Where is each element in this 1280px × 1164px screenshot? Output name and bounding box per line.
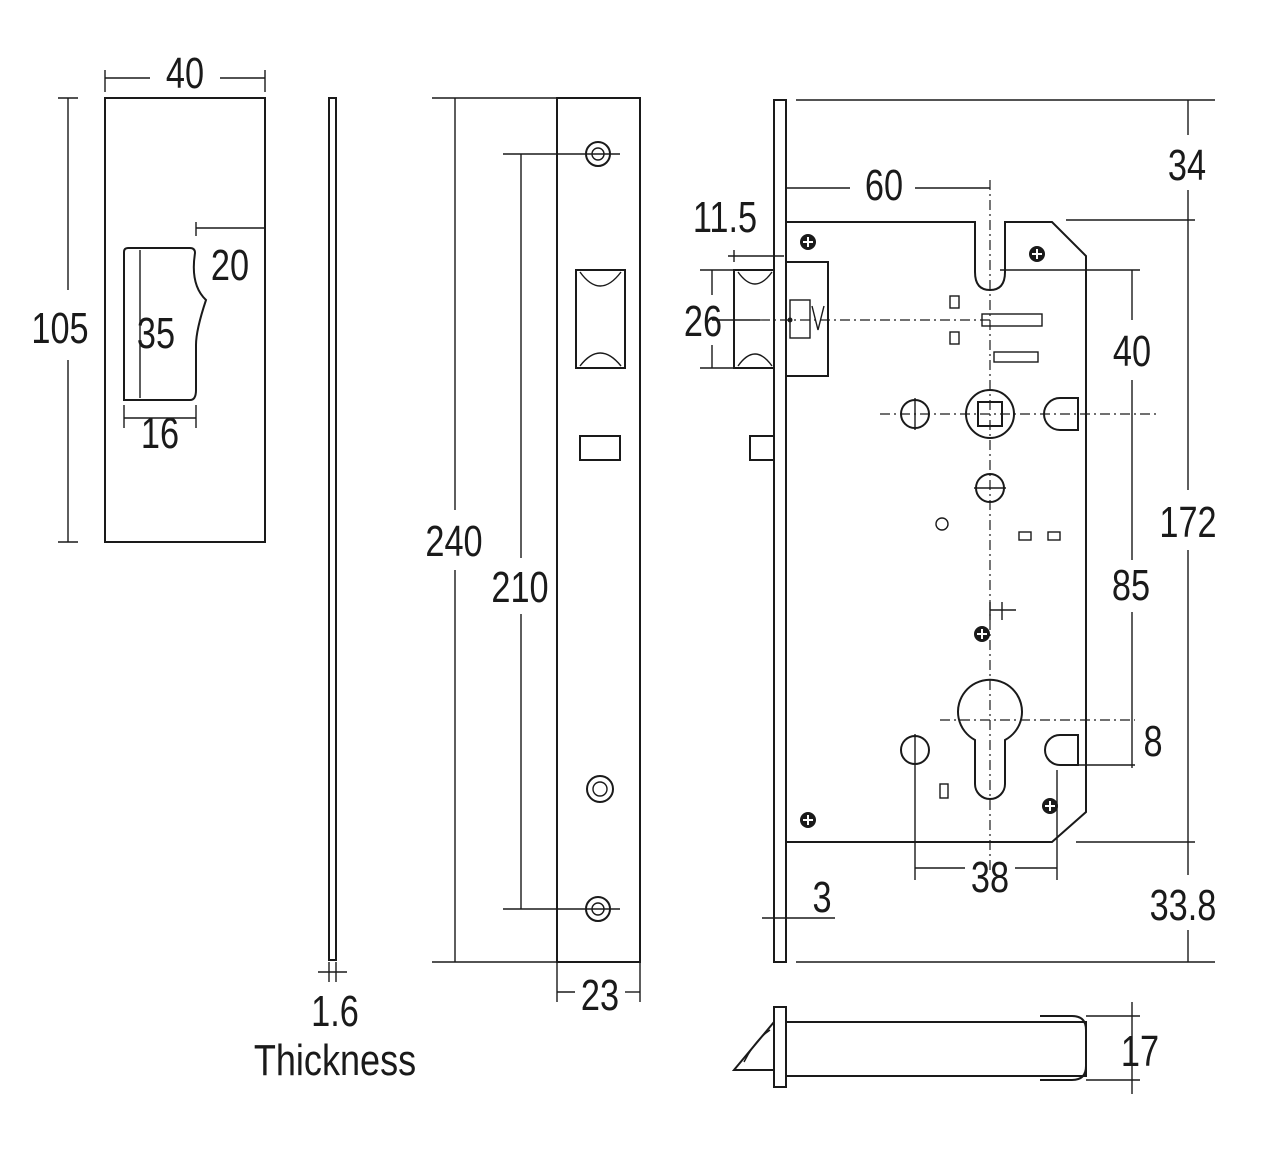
fixing-centres-label: 38 [971,853,1009,902]
latch-height-label: 26 [684,297,722,346]
latch-housing [785,261,829,377]
plate-side-view: 1.6 Thickness [254,97,416,1085]
bottom-margin-label: 33.8 [1150,881,1217,930]
backset-label: 60 [865,161,903,210]
strike-cutout-width-label: 16 [141,409,179,458]
strike-cutout-offset-label: 20 [211,241,249,290]
faceplate-front-view: 240 210 23 [425,97,641,1020]
screw-spacing-label: 210 [491,563,548,612]
latch-bolt [733,269,775,369]
bottom-view-case [785,1021,1087,1077]
strike-cutout-height-label: 35 [137,309,175,358]
body-depth-label: 17 [1121,1027,1159,1076]
faceplate-width-label: 23 [581,971,619,1020]
slot-hole-upper [1043,397,1079,431]
lock-body-side-view: 60 11.5 26 34 172 33.8 40 [684,99,1217,963]
forend-thickness-label: 3 [812,873,831,922]
strike-plate-outline [104,97,266,543]
lock-case-outline [786,221,1087,843]
body-height-label: 172 [1159,498,1216,547]
top-to-latch-label: 34 [1168,141,1206,190]
cylinder-offset-label: 8 [1143,717,1162,766]
faceplate-screw-hole-lower [586,775,614,803]
bottom-view-forend [773,1006,787,1088]
deadbolt-stub [749,435,775,461]
lock-body-bottom-view: 17 [731,1002,1159,1094]
strike-plate: 40 105 20 35 16 [31,49,266,543]
strike-width-label: 40 [166,49,204,98]
thickness-caption: Thickness [254,1036,416,1085]
faceplate-length-label: 240 [425,517,482,566]
deadbolt-slot [579,435,621,461]
rivet-screws [800,234,1058,828]
follower-to-cylinder-label: 85 [1112,561,1150,610]
latch-to-follower-label: 40 [1113,327,1151,376]
lock-forend [773,99,787,963]
strike-cutout [123,247,208,401]
faceplate-outline [556,97,641,963]
slot-hole-lower [1044,734,1079,766]
strike-height-label: 105 [31,304,88,353]
latch-projection-label: 11.5 [693,193,757,242]
latch-spring-bar [981,313,1043,327]
cylinder-cutout [957,678,1023,800]
latch-opening [575,269,626,369]
thickness-value: 1.6 [311,987,359,1036]
plate-side-outline [328,97,337,961]
